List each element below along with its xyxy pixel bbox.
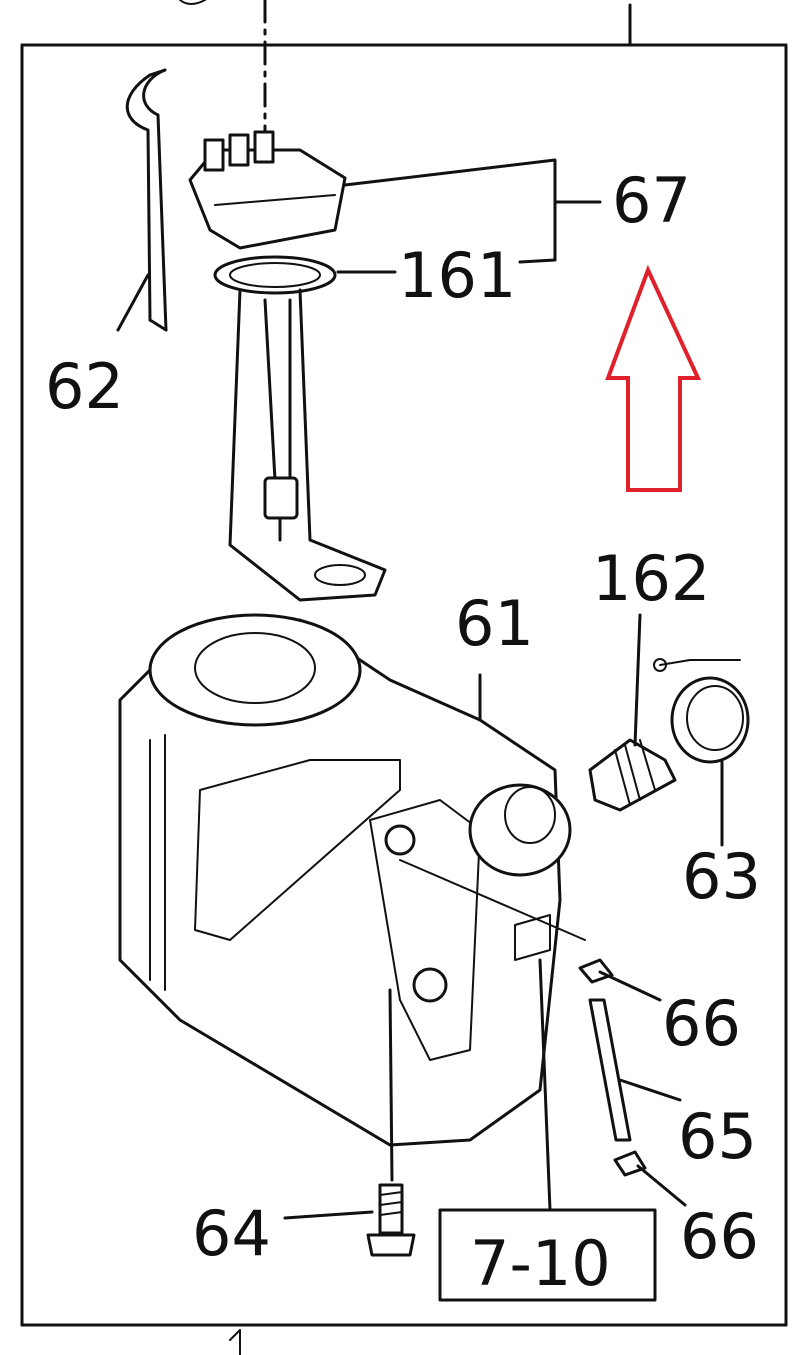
callout-161: 161 [398,239,516,312]
filter-part-162 [588,613,677,812]
callout-66-upper: 66 [662,987,741,1060]
clamp-part-66-lower [613,1150,687,1207]
callout-65: 65 [678,1100,757,1173]
bolt-part-64 [283,1183,416,1257]
clip-part-62 [116,68,168,332]
callout-67: 67 [612,164,691,237]
red-up-arrow-icon [605,264,702,492]
reference-box [438,1208,657,1302]
callout-66-lower: 66 [680,1200,759,1273]
clamp-part-66-upper [578,958,662,1002]
callout-162: 162 [592,542,710,615]
hose-part-65 [588,998,682,1142]
sender-unit-part-67 [188,130,602,602]
diagram-frame [20,0,788,1355]
callout-61: 61 [455,587,534,660]
callout-62: 62 [45,350,124,423]
callout-63: 63 [682,840,761,913]
reference-label: 7-10 [470,1227,611,1300]
tank-part-61 [118,613,586,1212]
callout-64: 64 [192,1197,271,1270]
cap-part-63 [653,658,750,847]
